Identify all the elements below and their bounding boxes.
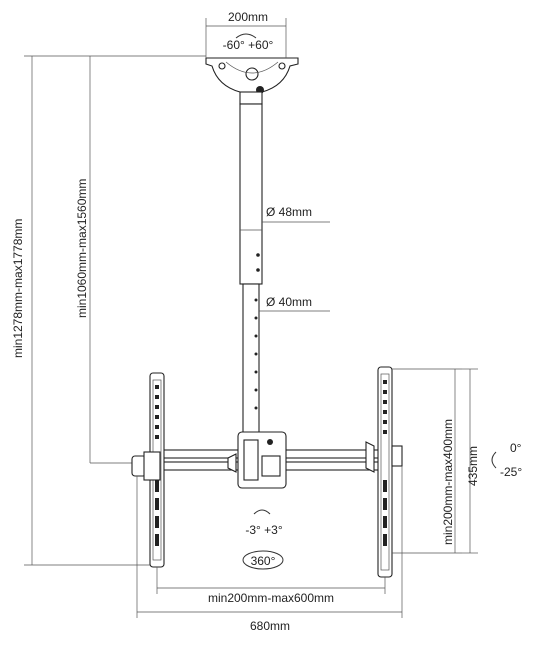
top-plate-width-label: 200mm <box>228 10 268 24</box>
tilt-bottom-label: -25° <box>500 465 522 479</box>
full-rotation-icon <box>242 550 284 570</box>
rotation-range-label: -3° +3° <box>245 523 282 537</box>
swivel-arc-icon <box>235 33 257 39</box>
tilt-arc-icon <box>491 451 497 469</box>
bracket-height-label: 435mm <box>466 446 480 486</box>
total-height-range-label: min1278mm-max1778mm <box>11 219 25 358</box>
vesa-horizontal-dimension <box>156 567 386 594</box>
inner-tube-diameter-label: Ø 40mm <box>266 295 312 309</box>
outer-tube-diameter-label: Ø 48mm <box>266 205 312 219</box>
rotation-arc-icon <box>253 509 271 515</box>
tilt-top-label: 0° <box>510 441 522 455</box>
pole-length-range-label: min1060mm-max1560mm <box>75 179 89 318</box>
vesa-vertical-range-label: min200mm-max400mm <box>441 419 455 545</box>
rotation-full-label: 360° <box>251 554 276 568</box>
pole-length-dimension <box>89 56 135 464</box>
inner-tube <box>242 283 260 435</box>
overall-width-label: 680mm <box>250 619 290 633</box>
outer-tube <box>239 103 263 285</box>
total-height-dimension <box>24 55 206 566</box>
bracket-height-dimension <box>462 368 478 554</box>
top-width-dimension <box>205 18 287 58</box>
center-tilt-hub <box>227 431 287 489</box>
overall-width-dimension <box>136 466 403 618</box>
right-vesa-arm <box>365 366 403 578</box>
vesa-vertical-dimension <box>392 368 462 554</box>
top-swivel-range-label: -60° +60° <box>223 38 274 52</box>
ceiling-plate <box>205 57 299 105</box>
vesa-horizontal-range-label: min200mm-max600mm <box>208 591 334 605</box>
